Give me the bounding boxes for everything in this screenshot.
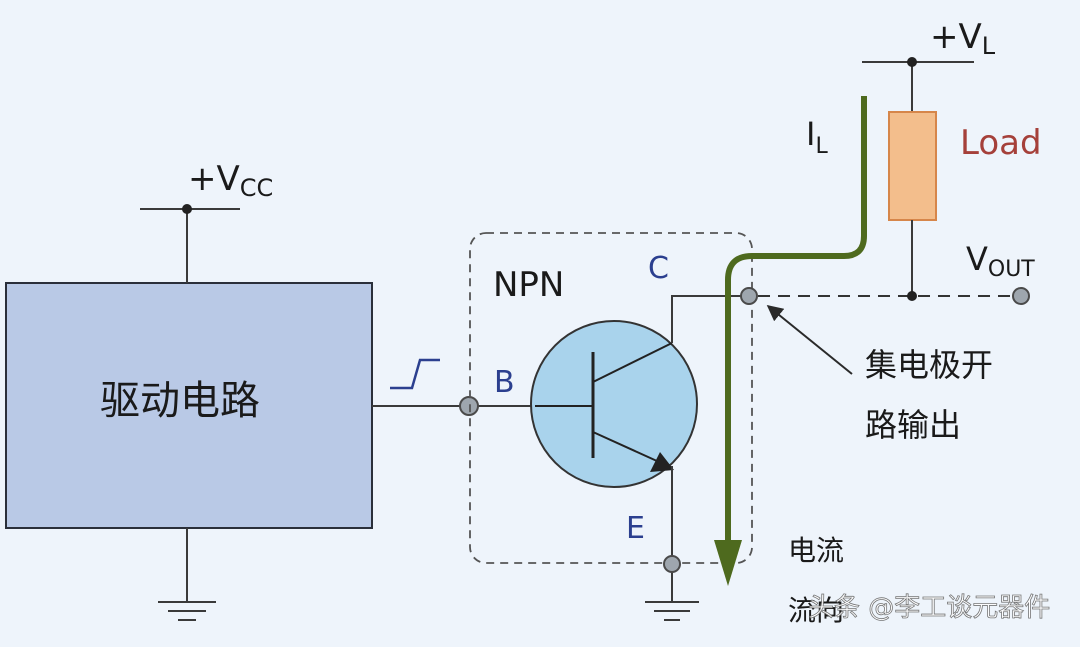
vcc-label: +VCC <box>188 159 273 202</box>
driver-label: 驱动电路 <box>100 378 260 424</box>
vl-label: +VL <box>930 17 996 60</box>
node-dot-icon <box>907 57 917 67</box>
collector-label: C <box>648 251 669 286</box>
vl-supply: +VL <box>862 17 996 112</box>
ground-icon <box>158 528 216 621</box>
collector-node <box>740 287 758 305</box>
load-label: Load <box>960 123 1042 163</box>
node-dot-icon <box>907 291 917 301</box>
npn-transistor-icon <box>530 320 698 488</box>
base-label: B <box>494 365 515 400</box>
driver-block: 驱动电路 <box>5 282 373 529</box>
il-label: IL <box>806 115 828 159</box>
current-flow-arrowhead-icon <box>714 540 742 586</box>
collector-wire <box>671 295 748 343</box>
watermark-text: 头条 @李工谈元器件 <box>808 593 1050 623</box>
flow-label-line1: 电流 <box>788 534 844 567</box>
step-signal-icon <box>390 358 440 390</box>
emitter-arrow-icon <box>650 452 674 472</box>
ground-icon <box>645 601 699 621</box>
oc-label-line2: 路输出 <box>865 406 961 444</box>
flow-label-line2: 流向 <box>788 594 844 627</box>
current-flow-path <box>725 96 867 548</box>
node-dot-icon <box>182 204 192 214</box>
base-node <box>459 396 479 416</box>
npn-package-box <box>469 232 753 564</box>
oc-label-line1: 集电极开 <box>865 346 993 384</box>
watermark: 头条 @李工谈元器件 <box>808 593 1051 624</box>
oc-pointer-arrow <box>766 304 853 375</box>
emitter-label: E <box>626 511 645 546</box>
vout-label: VOUT <box>966 240 1035 282</box>
vout-node <box>1012 287 1030 305</box>
emitter-node <box>663 555 681 573</box>
load-resistor: Load <box>888 111 1042 301</box>
vcc-supply: +VCC <box>140 159 273 283</box>
npn-label: NPN <box>493 265 564 305</box>
